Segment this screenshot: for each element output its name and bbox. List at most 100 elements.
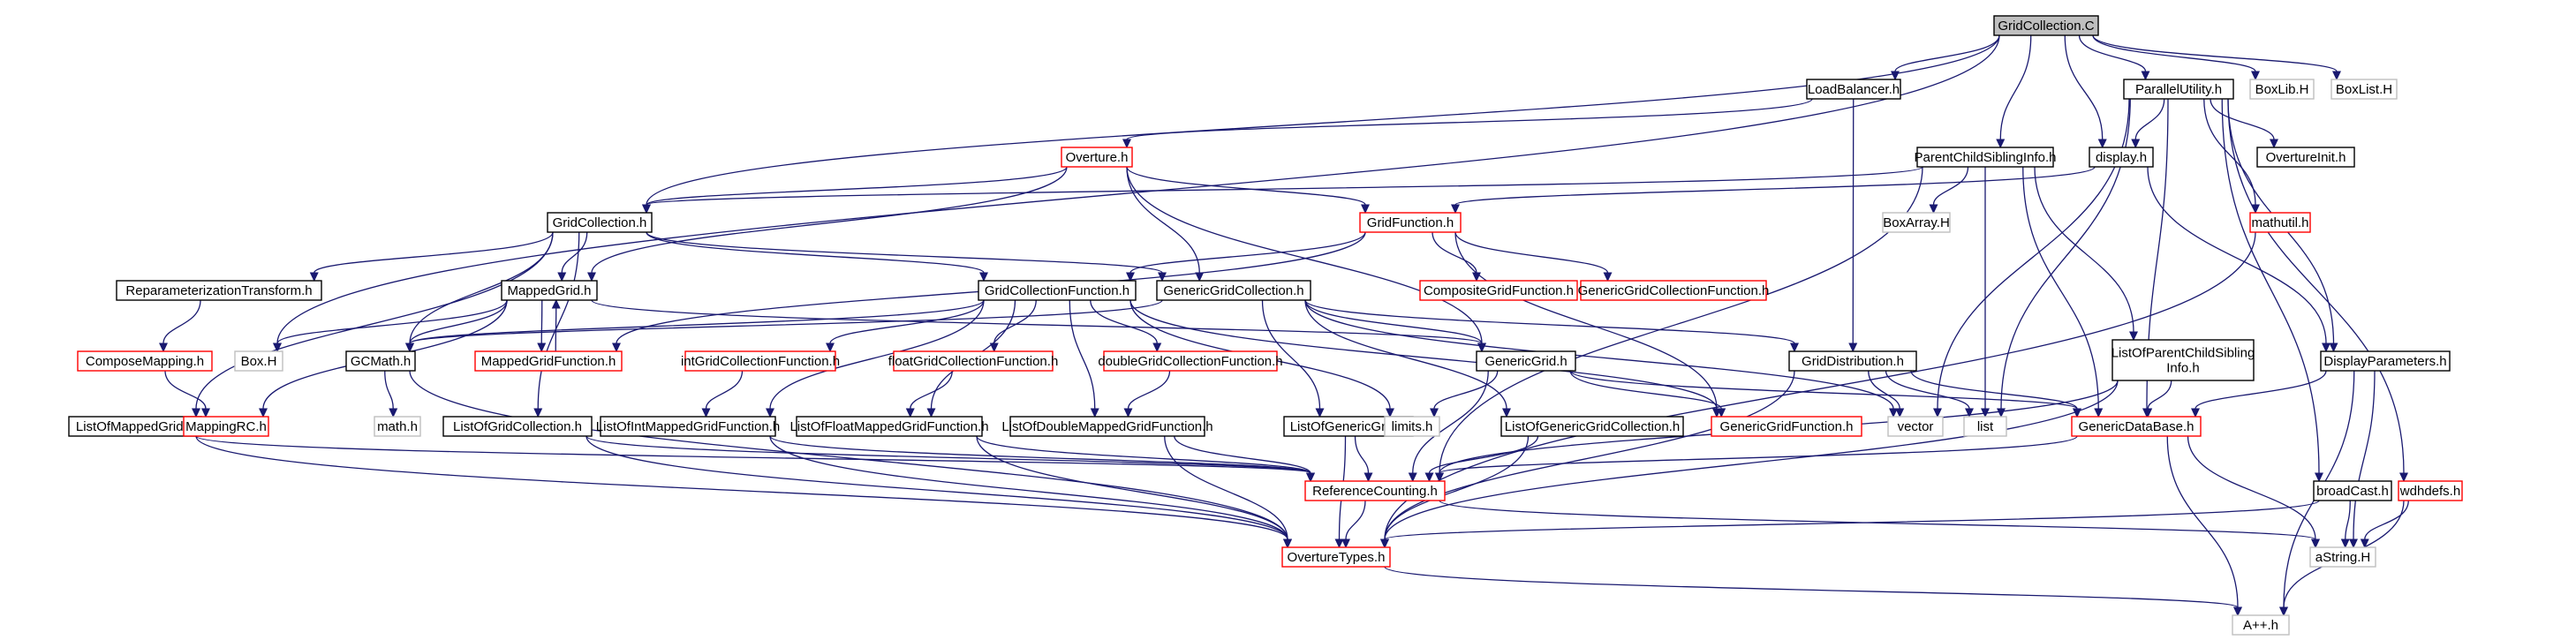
node-genericgcf[interactable]: GenericGridCollectionFunction.h <box>1578 280 1770 301</box>
edge-line <box>2147 380 2172 410</box>
node-boxarray: BoxArray.H <box>1882 212 1951 233</box>
edge-root-to-boxlib <box>2092 34 2260 81</box>
node-gridcollection[interactable]: GridCollection.h <box>547 212 653 233</box>
node-label: ListOfGenericGridCollection.h <box>1505 419 1680 434</box>
node-label: GenericDataBase.h <box>2079 419 2195 434</box>
node-label: GridCollectionFunction.h <box>985 283 1129 298</box>
edge-arrowhead <box>701 408 711 418</box>
node-listofgridcollection[interactable]: ListOfGridCollection.h <box>442 416 593 437</box>
edge-arrowhead <box>1717 408 1726 418</box>
edge-line <box>2364 500 2409 540</box>
node-intgcf[interactable]: intGridCollectionFunction.h <box>681 350 840 372</box>
edge-referencecounting-to-astring <box>1439 500 2320 549</box>
node-parentchild[interactable]: ParentChildSiblingInfo.h <box>1915 147 2057 168</box>
edge-gridcollectionfunction-to-listofintmgf <box>766 299 985 418</box>
edge-doublegcf-to-listofdoublemgf <box>1123 370 1171 418</box>
node-mappedgridfunction[interactable]: MappedGridFunction.h <box>474 350 623 372</box>
node-box <box>600 416 776 437</box>
edge-line <box>1432 231 1477 274</box>
edge-arrowhead <box>1472 272 1481 282</box>
node-mathutil[interactable]: mathutil.h <box>2249 212 2311 233</box>
node-label: ParallelUtility.h <box>2135 82 2222 97</box>
node-box <box>1916 147 2054 168</box>
node-mappedgrid[interactable]: MappedGrid.h <box>501 280 598 301</box>
edge-line <box>1454 166 2096 206</box>
node-label: mathutil.h <box>2251 215 2308 230</box>
node-label: wdhdefs.h <box>2399 484 2460 499</box>
edge-arrowhead <box>2191 408 2200 418</box>
node-listoffloatmgf[interactable]: ListOfFloatMappedGridFunction.h <box>789 416 989 437</box>
edge-line <box>2000 98 2131 410</box>
node-box <box>2123 79 2234 100</box>
node-box <box>501 280 598 301</box>
node-box <box>77 350 213 372</box>
node-label: ReparameterizationTransform.h <box>125 283 312 298</box>
node-root[interactable]: GridCollection.C <box>1993 15 2099 36</box>
node-genericgridcollection[interactable]: GenericGridCollection.h <box>1156 280 1311 301</box>
node-genericdatabase[interactable]: GenericDataBase.h <box>2071 416 2202 437</box>
node-overtureinit[interactable]: OvertureInit.h <box>2256 147 2355 168</box>
node-genericgridfunction[interactable]: GenericGridFunction.h <box>1711 416 1862 437</box>
edge-line <box>1885 370 1970 410</box>
edge-line <box>591 166 1068 274</box>
node-broadcast[interactable]: broadCast.h <box>2313 480 2392 501</box>
node-referencecounting[interactable]: ReferenceCounting.h <box>1304 480 1446 501</box>
edge-genericgridcollection-to-listofgenericgc <box>1304 299 1511 418</box>
edge-line <box>2221 98 2320 474</box>
node-overture[interactable]: Overture.h <box>1061 147 1133 168</box>
node-listofmappedgrid[interactable]: ListOfMappedGrid.h <box>68 416 202 437</box>
edge-line <box>195 435 1311 474</box>
node-box <box>1993 15 2099 36</box>
node-floatgcf[interactable]: floatGridCollectionFunction.h <box>888 350 1059 372</box>
edge-genericgridcollection-to-listofgenericgrid <box>1261 299 1325 418</box>
edge-arrowhead <box>989 343 999 353</box>
node-listofintmgf[interactable]: ListOfIntMappedGridFunction.h <box>596 416 780 437</box>
edge-arrowhead <box>2360 538 2369 549</box>
edge-gridcollection-to-genericgridcollection <box>646 231 1167 282</box>
node-genericgrid[interactable]: GenericGrid.h <box>1476 350 1576 372</box>
node-overturetypes[interactable]: OvertureTypes.h <box>1281 546 1391 568</box>
node-listofdoublemgf[interactable]: ListOfDoubleMappedGridFunction.h <box>1001 416 1213 437</box>
node-label: intGridCollectionFunction.h <box>681 354 840 369</box>
node-wdhdefs[interactable]: wdhdefs.h <box>2398 480 2463 501</box>
node-list: list <box>1963 416 2007 437</box>
node-box <box>442 416 593 437</box>
node-displayparameters[interactable]: DisplayParameters.h <box>2320 350 2451 372</box>
node-mappingrc[interactable]: MappingRC.h <box>183 416 269 437</box>
edge-arrowhead <box>2279 606 2288 617</box>
node-gridfunction[interactable]: GridFunction.h <box>1359 212 1462 233</box>
node-reparam[interactable]: ReparameterizationTransform.h <box>116 280 322 301</box>
node-compositegf[interactable]: CompositeGridFunction.h <box>1419 280 1578 301</box>
node-listofgenericgrid[interactable]: ListOfGenericGrid.h <box>1283 416 1414 437</box>
edge-arrowhead <box>2097 139 2107 149</box>
node-listofgenericgc[interactable]: ListOfGenericGridCollection.h <box>1500 416 1684 437</box>
edge-listofmappedgrid-to-referencecounting <box>195 435 1315 483</box>
node-doublegcf[interactable]: doubleGridCollectionFunction.h <box>1098 350 1283 372</box>
edge-line <box>537 231 580 410</box>
node-label: ReferenceCounting.h <box>1312 484 1438 499</box>
edge-mappedgrid-to-boxh <box>273 299 508 353</box>
node-vector: vector <box>1887 416 1944 437</box>
edge-listofgenericgrid-to-referencecounting <box>1354 435 1373 483</box>
edge-line <box>1910 370 2078 410</box>
edge-line <box>2078 34 2147 72</box>
node-composemapping[interactable]: ComposeMapping.h <box>77 350 213 372</box>
node-label: vector <box>1898 419 1934 434</box>
node-display[interactable]: display.h <box>2089 147 2154 168</box>
edge-line <box>409 299 985 344</box>
edge-line <box>1384 500 2320 540</box>
edge-listofparentchild-to-genericdatabase <box>2143 380 2172 418</box>
node-griddistribution[interactable]: GridDistribution.h <box>1788 350 1917 372</box>
node-loadbalancer[interactable]: LoadBalancer.h <box>1806 79 1901 100</box>
edge-line <box>646 231 985 274</box>
edge-gridcollection-to-listofmappedgrid <box>192 231 554 418</box>
edge-arrowhead <box>2143 408 2153 418</box>
edge-arrowhead <box>1408 472 1417 483</box>
node-box <box>345 350 416 372</box>
edge-gridcollection-to-listofgridcollection <box>533 231 580 418</box>
node-parallelutility[interactable]: ParallelUtility.h <box>2123 79 2234 100</box>
node-box <box>2232 614 2290 636</box>
node-gcmath[interactable]: GCMath.h <box>345 350 416 372</box>
node-gridcollectionfunction[interactable]: GridCollectionFunction.h <box>978 280 1137 301</box>
